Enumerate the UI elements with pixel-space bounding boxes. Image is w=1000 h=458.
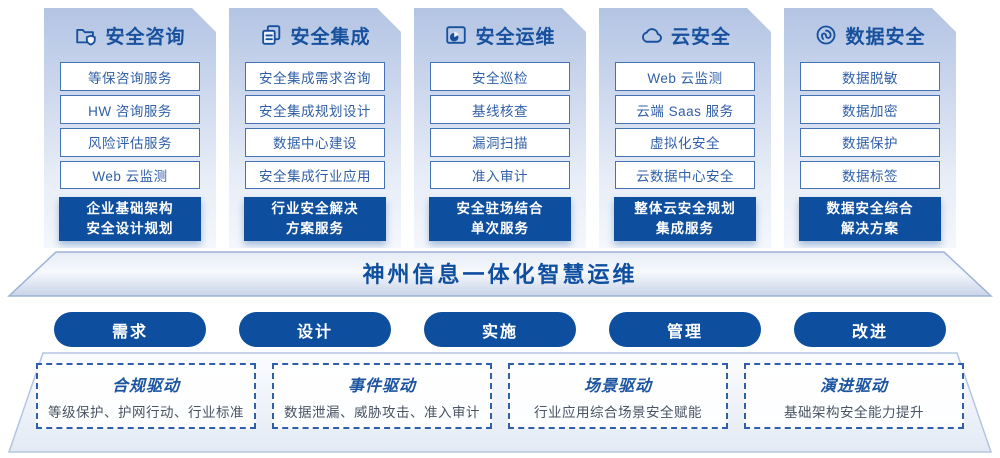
process-pills-row: 需求 设计 实施 管理 改进	[44, 312, 956, 347]
footer-line: 方案服务	[286, 221, 344, 237]
footer-line: 行业安全解决	[271, 200, 359, 216]
column-title: 安全集成	[290, 26, 371, 48]
documents-icon	[259, 23, 283, 47]
footer-line: 企业基础架构	[86, 200, 174, 216]
service-item: 风险评估服务	[60, 128, 200, 157]
column-header: 安全咨询	[44, 8, 216, 62]
footer-line: 安全驻场结合	[456, 200, 544, 216]
column-footer-highlight: 企业基础架构 安全设计规划	[59, 197, 201, 241]
service-item: 虚拟化安全	[615, 128, 755, 157]
driver-desc: 行业应用综合场景安全赋能	[534, 404, 702, 420]
service-item: 安全集成行业应用	[245, 161, 385, 190]
platform-banner: 神州信息一体化智慧运维	[0, 251, 1000, 298]
stage-pill-demand: 需求	[54, 312, 206, 347]
column-title: 安全咨询	[105, 26, 186, 48]
service-item: 基线核查	[430, 95, 570, 124]
column-header: 数据安全	[784, 8, 956, 62]
column-security-consulting: 安全咨询 等保咨询服务 HW 咨询服务 风险评估服务 Web 云监测 企业基础架…	[44, 8, 216, 248]
column-header: 云安全	[599, 8, 771, 62]
column-security-operations: 安全运维 安全巡检 基线核查 漏洞扫描 准入审计 安全驻场结合 单次服务	[414, 8, 586, 248]
column-security-integration: 安全集成 安全集成需求咨询 安全集成规划设计 数据中心建设 安全集成行业应用 行…	[229, 8, 401, 248]
column-header: 安全运维	[414, 8, 586, 62]
footer-line: 整体云安全规划	[634, 200, 736, 216]
driver-desc: 基础架构安全能力提升	[784, 404, 924, 420]
stage-pill-implement: 实施	[424, 312, 576, 347]
cloud-icon	[639, 23, 664, 48]
stage-pill-manage: 管理	[609, 312, 761, 347]
drivers-platform: 合规驱动 等级保护、护网行动、行业标准 事件驱动 数据泄漏、威胁攻击、准入审计 …	[0, 352, 1000, 454]
service-item: 安全集成需求咨询	[245, 62, 385, 91]
footer-line: 集成服务	[656, 221, 714, 237]
driver-compliance: 合规驱动 等级保护、护网行动、行业标准	[36, 363, 256, 429]
stage-pill-design: 设计	[239, 312, 391, 347]
service-item: 数据标签	[800, 161, 940, 190]
service-item: 安全集成规划设计	[245, 95, 385, 124]
service-item: 云数据中心安全	[615, 161, 755, 190]
service-item: HW 咨询服务	[60, 95, 200, 124]
service-item: 数据中心建设	[245, 128, 385, 157]
driver-incident: 事件驱动 数据泄漏、威胁攻击、准入审计	[272, 363, 492, 429]
service-item: 数据脱敏	[800, 62, 940, 91]
service-item: Web 云监测	[615, 62, 755, 91]
service-columns-row: 安全咨询 等保咨询服务 HW 咨询服务 风险评估服务 Web 云监测 企业基础架…	[44, 8, 956, 248]
folder-shield-icon	[74, 23, 98, 47]
driver-title: 合规驱动	[111, 377, 180, 395]
driver-scenario: 场景驱动 行业应用综合场景安全赋能	[508, 363, 728, 429]
driver-desc: 等级保护、护网行动、行业标准	[48, 404, 244, 420]
column-footer-highlight: 行业安全解决 方案服务	[244, 197, 386, 241]
service-item: 云端 Saas 服务	[615, 95, 755, 124]
column-title: 云安全	[670, 26, 731, 48]
service-item: Web 云监测	[60, 161, 200, 190]
column-footer-highlight: 数据安全综合 解决方案	[799, 197, 941, 241]
stage-pill-improve: 改进	[794, 312, 946, 347]
footer-line: 数据安全综合	[826, 200, 914, 216]
column-footer-highlight: 安全驻场结合 单次服务	[429, 197, 571, 241]
service-item: 准入审计	[430, 161, 570, 190]
drivers-row: 合规驱动 等级保护、护网行动、行业标准 事件驱动 数据泄漏、威胁攻击、准入审计 …	[36, 363, 964, 429]
column-title: 数据安全	[845, 26, 926, 48]
column-title: 安全运维	[475, 26, 556, 48]
service-item: 安全巡检	[430, 62, 570, 91]
driver-desc: 数据泄漏、威胁攻击、准入审计	[284, 404, 480, 420]
footer-line: 解决方案	[841, 221, 899, 237]
driver-title: 场景驱动	[583, 377, 652, 395]
platform-banner-shape	[7, 251, 993, 297]
fingerprint-icon	[814, 23, 838, 47]
column-header: 安全集成	[229, 8, 401, 62]
service-item: 漏洞扫描	[430, 128, 570, 157]
service-item: 等保咨询服务	[60, 62, 200, 91]
column-data-security: 数据安全 数据脱敏 数据加密 数据保护 数据标签 数据安全综合 解决方案	[784, 8, 956, 248]
folder-pie-icon	[444, 23, 468, 47]
footer-line: 单次服务	[471, 221, 529, 237]
driver-evolution: 演进驱动 基础架构安全能力提升	[744, 363, 964, 429]
driver-title: 事件驱动	[347, 377, 416, 395]
column-cloud-security: 云安全 Web 云监测 云端 Saas 服务 虚拟化安全 云数据中心安全 整体云…	[599, 8, 771, 248]
footer-line: 安全设计规划	[86, 221, 174, 237]
service-item: 数据保护	[800, 128, 940, 157]
driver-title: 演进驱动	[819, 377, 888, 395]
platform-banner-title: 神州信息一体化智慧运维	[362, 262, 638, 287]
column-footer-highlight: 整体云安全规划 集成服务	[614, 197, 756, 241]
service-item: 数据加密	[800, 95, 940, 124]
